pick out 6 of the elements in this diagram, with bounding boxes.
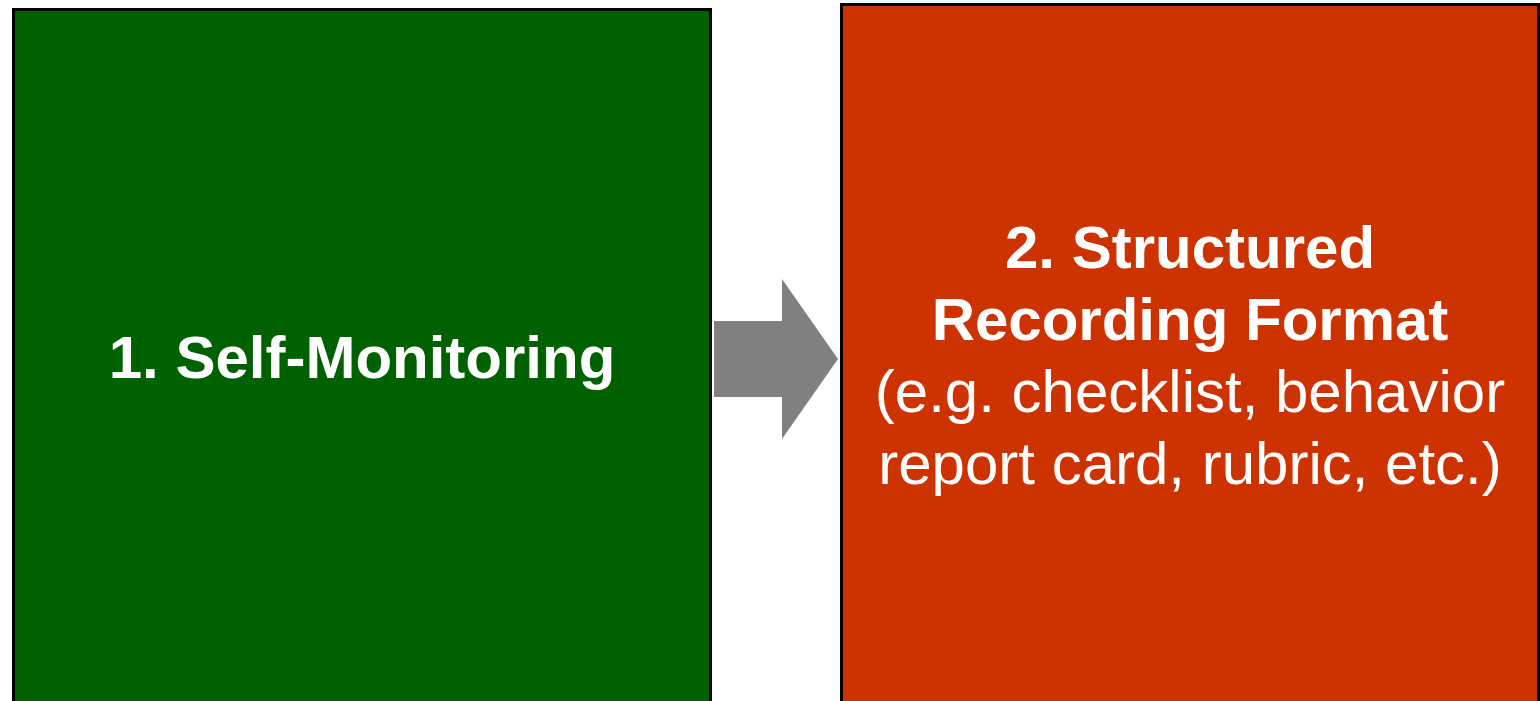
process-box: [12, 8, 712, 701]
block-arrow: [714, 279, 838, 439]
box-title: 1. Self-Monitoring: [107, 323, 617, 393]
box-title: 2. Structured Recording Format: [930, 212, 1450, 355]
box-description: (e.g. checklist, behavior report card, rubric, etc.): [873, 356, 1507, 499]
process-box: [840, 3, 1540, 701]
